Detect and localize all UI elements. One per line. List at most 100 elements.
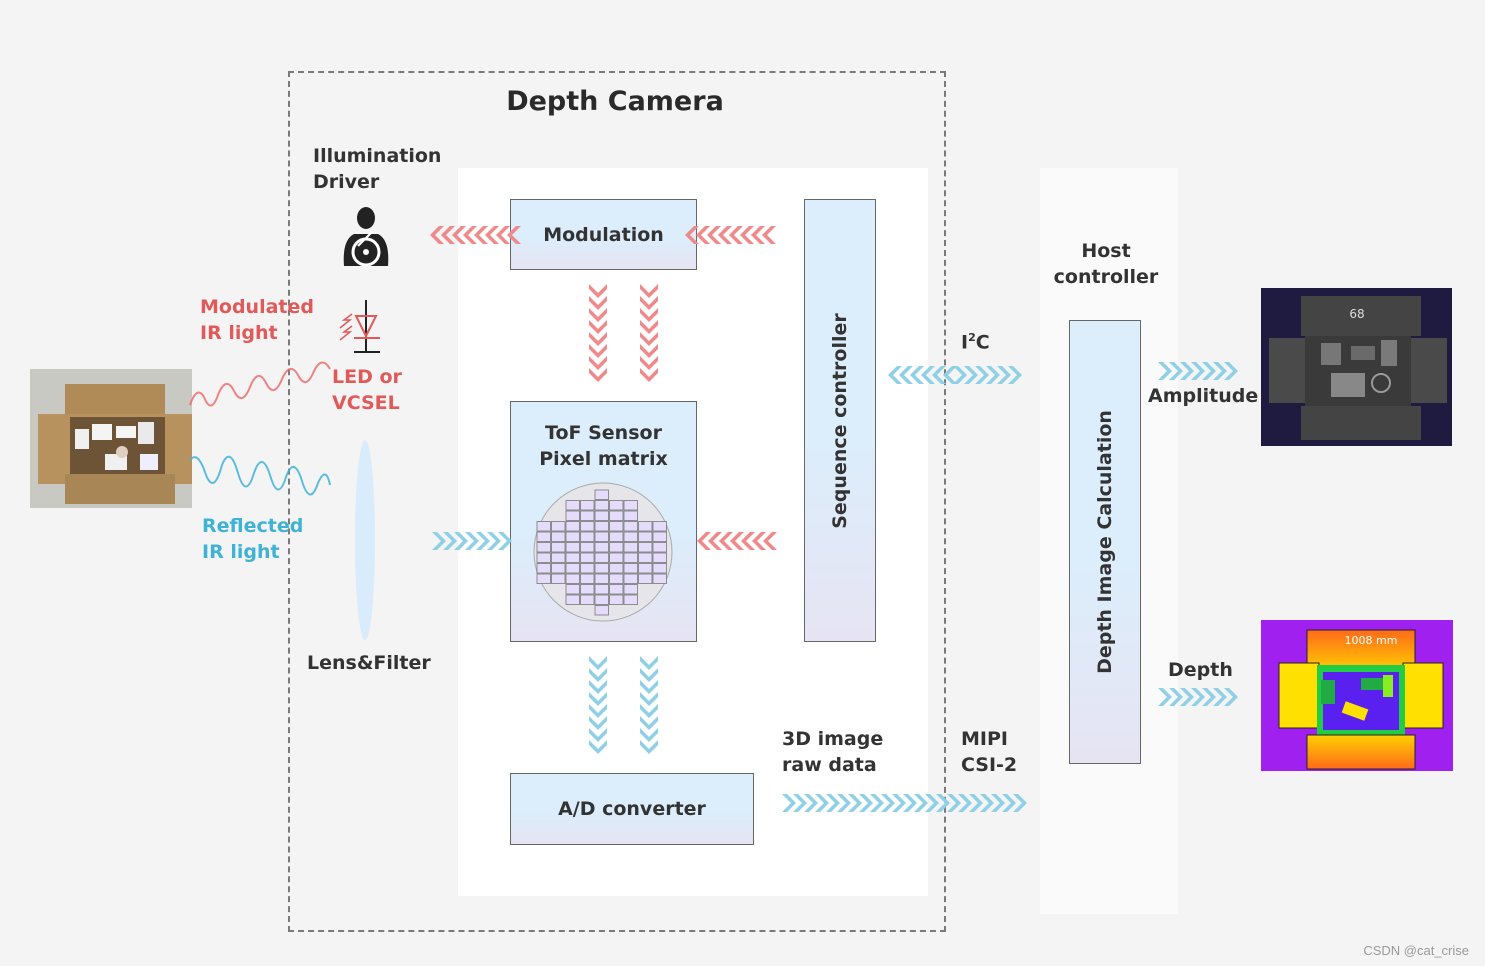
modulation-label: Modulation	[543, 223, 664, 246]
chevron-right-icon	[1202, 688, 1216, 706]
chevron-right-icon	[881, 794, 895, 812]
chevron-down-icon	[640, 740, 658, 754]
chevron-down-icon	[640, 704, 658, 718]
pixel-cell	[652, 542, 667, 553]
chevron-right-icon	[892, 794, 906, 812]
pixel-cell	[594, 552, 609, 563]
depth-calc-block: Depth Image Calculation	[1069, 320, 1141, 764]
chevron-down-icon	[640, 668, 658, 682]
pixel-cell	[565, 510, 580, 521]
mipi-label: MIPI CSI-2	[961, 726, 1017, 778]
tof-sensor-line2: Pixel matrix	[539, 448, 668, 470]
pixel-cell	[652, 521, 667, 532]
host-controller-line1: Host	[1081, 240, 1131, 262]
pixel-cell	[580, 542, 595, 553]
pixel-cell	[623, 594, 638, 605]
chevron-left-icon	[943, 366, 957, 384]
pixel-cell	[623, 552, 638, 563]
ad-converter-label: A/D converter	[558, 798, 706, 820]
pixel-cell	[580, 510, 595, 521]
host-controller-label: Host controller	[1040, 238, 1172, 290]
pixel-cell	[536, 531, 551, 542]
pixel-cell	[580, 594, 595, 605]
chevron-down-icon	[640, 716, 658, 730]
pixel-cell	[536, 563, 551, 574]
pixel-cell	[565, 500, 580, 511]
pixel-matrix-icon	[533, 482, 673, 622]
chevron-left-icon	[496, 226, 510, 244]
sequence-controller-block: Sequence controller	[804, 199, 876, 642]
led-diode-icon	[339, 300, 380, 353]
chevron-right-icon	[793, 794, 807, 812]
chevron-right-icon	[498, 532, 512, 550]
i2c-rest: C	[975, 331, 990, 354]
chevron-down-icon	[589, 368, 607, 382]
pixel-cell	[580, 500, 595, 511]
chevron-left-icon	[697, 532, 711, 550]
chevron-left-icon	[762, 226, 776, 244]
chevron-down-icon	[589, 668, 607, 682]
reflected-ir-wave	[189, 455, 331, 496]
pixel-cell	[565, 542, 580, 553]
chevron-right-icon	[476, 532, 490, 550]
pixel-cell	[652, 573, 667, 584]
tof-sensor-line1: ToF Sensor	[545, 422, 662, 444]
chevron-right-icon	[1191, 362, 1205, 380]
chevron-left-icon	[729, 226, 743, 244]
pixel-cell	[594, 605, 609, 616]
watermark: CSDN @cat_crise	[1363, 943, 1469, 958]
pixel-cell	[609, 594, 624, 605]
chevron-right-icon	[859, 794, 873, 812]
chevron-right-icon	[1180, 362, 1194, 380]
chevron-right-icon	[465, 532, 479, 550]
pixel-cell	[638, 573, 653, 584]
pixel-cell	[551, 552, 566, 563]
pixel-cell	[594, 510, 609, 521]
chevron-down-icon	[589, 680, 607, 694]
mipi-line1: MIPI	[961, 728, 1008, 750]
diagram-title: Depth Camera	[506, 86, 724, 117]
chevron-down-icon	[640, 296, 658, 310]
chevron-right-icon	[936, 794, 950, 812]
pixel-cell	[594, 573, 609, 584]
pixel-cell	[536, 573, 551, 584]
illumination-driver-line1: Illumination	[313, 145, 442, 167]
pixel-cell	[580, 521, 595, 532]
chevron-down-icon	[640, 656, 658, 670]
raw-data-label: 3D image raw data	[782, 726, 883, 778]
pixel-cell	[609, 573, 624, 584]
pixel-cell	[594, 563, 609, 574]
chevron-down-icon	[589, 284, 607, 298]
chevron-right-icon	[1202, 362, 1216, 380]
chevron-down-icon	[640, 692, 658, 706]
chevron-down-icon	[589, 332, 607, 346]
chevron-right-icon	[1013, 794, 1027, 812]
pixel-cell	[638, 563, 653, 574]
pixel-cell	[609, 500, 624, 511]
pixel-cell	[594, 489, 609, 500]
pixel-cell	[623, 531, 638, 542]
reflected-ir-label: Reflected IR light	[202, 513, 303, 565]
chevron-right-icon	[432, 532, 446, 550]
chevron-right-icon	[1158, 362, 1172, 380]
lens-icon	[355, 440, 375, 640]
pixel-cell	[551, 521, 566, 532]
depth-camera-frame	[288, 71, 946, 932]
amplitude-label: Amplitude	[1148, 385, 1259, 407]
pixel-cell	[565, 521, 580, 532]
chevron-right-icon	[958, 794, 972, 812]
chevron-right-icon	[1213, 362, 1227, 380]
modulation-block: Modulation	[510, 199, 697, 270]
pixel-cell	[580, 563, 595, 574]
chevron-right-icon	[454, 532, 468, 550]
chevron-right-icon	[782, 794, 796, 812]
depth-label: Depth	[1168, 659, 1233, 681]
chevron-down-icon	[589, 716, 607, 730]
pixel-cell	[594, 542, 609, 553]
chevron-down-icon	[640, 308, 658, 322]
pixel-cell	[536, 521, 551, 532]
chevron-right-icon	[1002, 794, 1016, 812]
lens-filter-label: Lens&Filter	[307, 652, 431, 674]
chevron-right-icon	[1191, 688, 1205, 706]
chevron-left-icon	[752, 532, 766, 550]
